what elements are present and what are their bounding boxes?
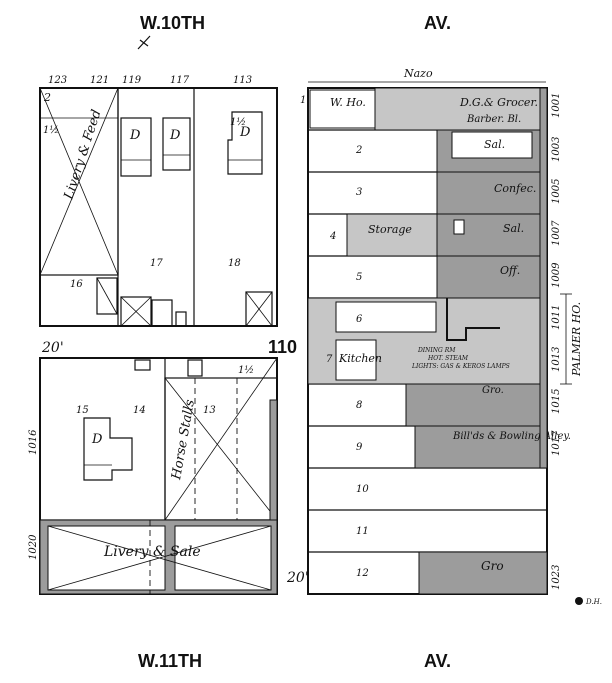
address-1023: 1023 — [551, 565, 562, 590]
gro-1-label: Gro. — [482, 385, 504, 396]
address-1013: 1013 — [551, 347, 562, 372]
palmer-ho-label: PALMER HO. — [570, 302, 583, 377]
dwelling-15: D 15 — [76, 405, 133, 481]
street-top-left: W.10TH — [140, 13, 205, 33]
livery-feed-building: Livery & Feed 2 1½ — [39, 87, 119, 276]
address-123: 123 — [48, 75, 67, 86]
lights-label: LIGHTS: GAS & KEROS LAMPS — [411, 363, 510, 370]
top-label: Nazo — [403, 67, 433, 80]
address-1015: 1015 — [551, 389, 562, 414]
lot-5: 5 — [356, 272, 362, 283]
off-label: Off. — [500, 264, 520, 277]
livery-sale-building: Livery & Sale — [39, 519, 278, 595]
lot-7: 7 — [326, 354, 333, 365]
dwelling-117: D — [162, 117, 191, 171]
address-1009: 1009 — [551, 262, 562, 288]
svg-text:2: 2 — [43, 91, 51, 104]
lot-9: 9 — [356, 442, 363, 453]
grocery-12-building: Gro — [418, 551, 548, 595]
lot-11: 11 — [356, 526, 369, 537]
north-arrow-icon — [137, 35, 151, 50]
address-1001: 1001 — [551, 93, 562, 118]
address-1007: 1007 — [551, 220, 562, 246]
billiards-label: Bill'ds & Bowling Alley. — [452, 431, 571, 442]
address-1016: 1016 — [28, 429, 39, 455]
lot-4: 4 — [329, 231, 336, 242]
dwelling-113: D 1½ — [227, 111, 263, 175]
lot-13: 13 — [203, 405, 216, 416]
address-121: 121 — [90, 75, 109, 86]
sal-2-label: Sal. — [503, 222, 524, 235]
street-width-right: 20' — [286, 570, 309, 586]
lot-14: 14 — [133, 405, 146, 416]
billiards-building: Gro. Bill'ds & Bowling Alley. — [405, 383, 571, 469]
surveyor-mark: D.H. — [575, 597, 602, 606]
street-width-left: 20' — [41, 340, 64, 356]
heat-label: HOT. STEAM — [427, 355, 469, 362]
svg-text:D: D — [169, 128, 181, 143]
horse-stalls-building: Horse Stalls 13 1½ — [164, 357, 278, 521]
lot-3: 3 — [356, 187, 362, 198]
lot-2: 2 — [355, 145, 362, 156]
lot-18: 18 — [228, 258, 241, 269]
surveyor-mark-label: D.H. — [585, 598, 602, 606]
east-block: Nazo D.G.& Grocer. Barber. Bl. Sal. W. H… — [300, 67, 583, 595]
address-113: 113 — [233, 75, 252, 86]
svg-text:D: D — [239, 125, 251, 140]
w-ho-label: W. Ho. — [330, 96, 366, 109]
svg-text:D: D — [91, 432, 103, 447]
svg-text:D: D — [129, 128, 141, 143]
lot-1: 1 — [300, 95, 306, 106]
confec-label: Confec. — [494, 182, 536, 195]
lot-12: 12 — [356, 568, 369, 579]
lot-8: 8 — [356, 400, 362, 411]
svg-text:1½: 1½ — [43, 125, 59, 136]
sal-1-label: Sal. — [484, 138, 505, 151]
street-bottom-left: W.11TH — [138, 651, 202, 671]
lot-17: 17 — [150, 258, 163, 269]
address-1011: 1011 — [551, 305, 562, 330]
lot-6: 6 — [356, 314, 363, 325]
palmer-hotel: Kitchen DINING RM HOT. STEAM LIGHTS: GAS… — [307, 297, 548, 385]
address-1005: 1005 — [551, 179, 562, 204]
storage-label: Storage — [368, 223, 412, 236]
svg-text:1½: 1½ — [230, 117, 246, 128]
address-117: 117 — [170, 75, 190, 86]
block-number: 110 — [268, 337, 297, 357]
west-block: 123 121 119 117 113 Livery & Feed 2 1½ D — [28, 75, 309, 595]
dwelling-119: D — [120, 117, 152, 177]
kitchen-label: Kitchen — [338, 352, 382, 365]
address-1017: 1017 — [551, 430, 562, 456]
lot-15: 15 — [76, 405, 89, 416]
lot-16: 16 — [70, 279, 83, 290]
address-1003: 1003 — [551, 137, 562, 162]
lot-10: 10 — [356, 484, 369, 495]
gro-2-label: Gro — [481, 559, 504, 573]
address-119: 119 — [122, 75, 142, 86]
street-bottom-right: AV. — [424, 651, 451, 671]
barber-label: Barber. Bl. — [466, 114, 521, 125]
street-top-right: AV. — [424, 13, 451, 33]
dining-label: DINING RM — [417, 347, 456, 354]
svg-text:1½: 1½ — [238, 365, 254, 376]
store-buildings: Confec. Sal. Storage Off. — [346, 171, 548, 299]
dg-grocer-label: D.G.& Grocer. — [459, 96, 538, 109]
outbuildings-upper — [96, 277, 273, 327]
dg-grocer-building: D.G.& Grocer. Barber. Bl. Sal. W. Ho. — [309, 87, 548, 173]
livery-sale-label: Livery & Sale — [103, 544, 201, 560]
palmer-ho-side: PALMER HO. — [560, 293, 583, 385]
address-1020: 1020 — [28, 534, 39, 560]
horse-stalls-label: Horse Stalls — [169, 398, 198, 481]
